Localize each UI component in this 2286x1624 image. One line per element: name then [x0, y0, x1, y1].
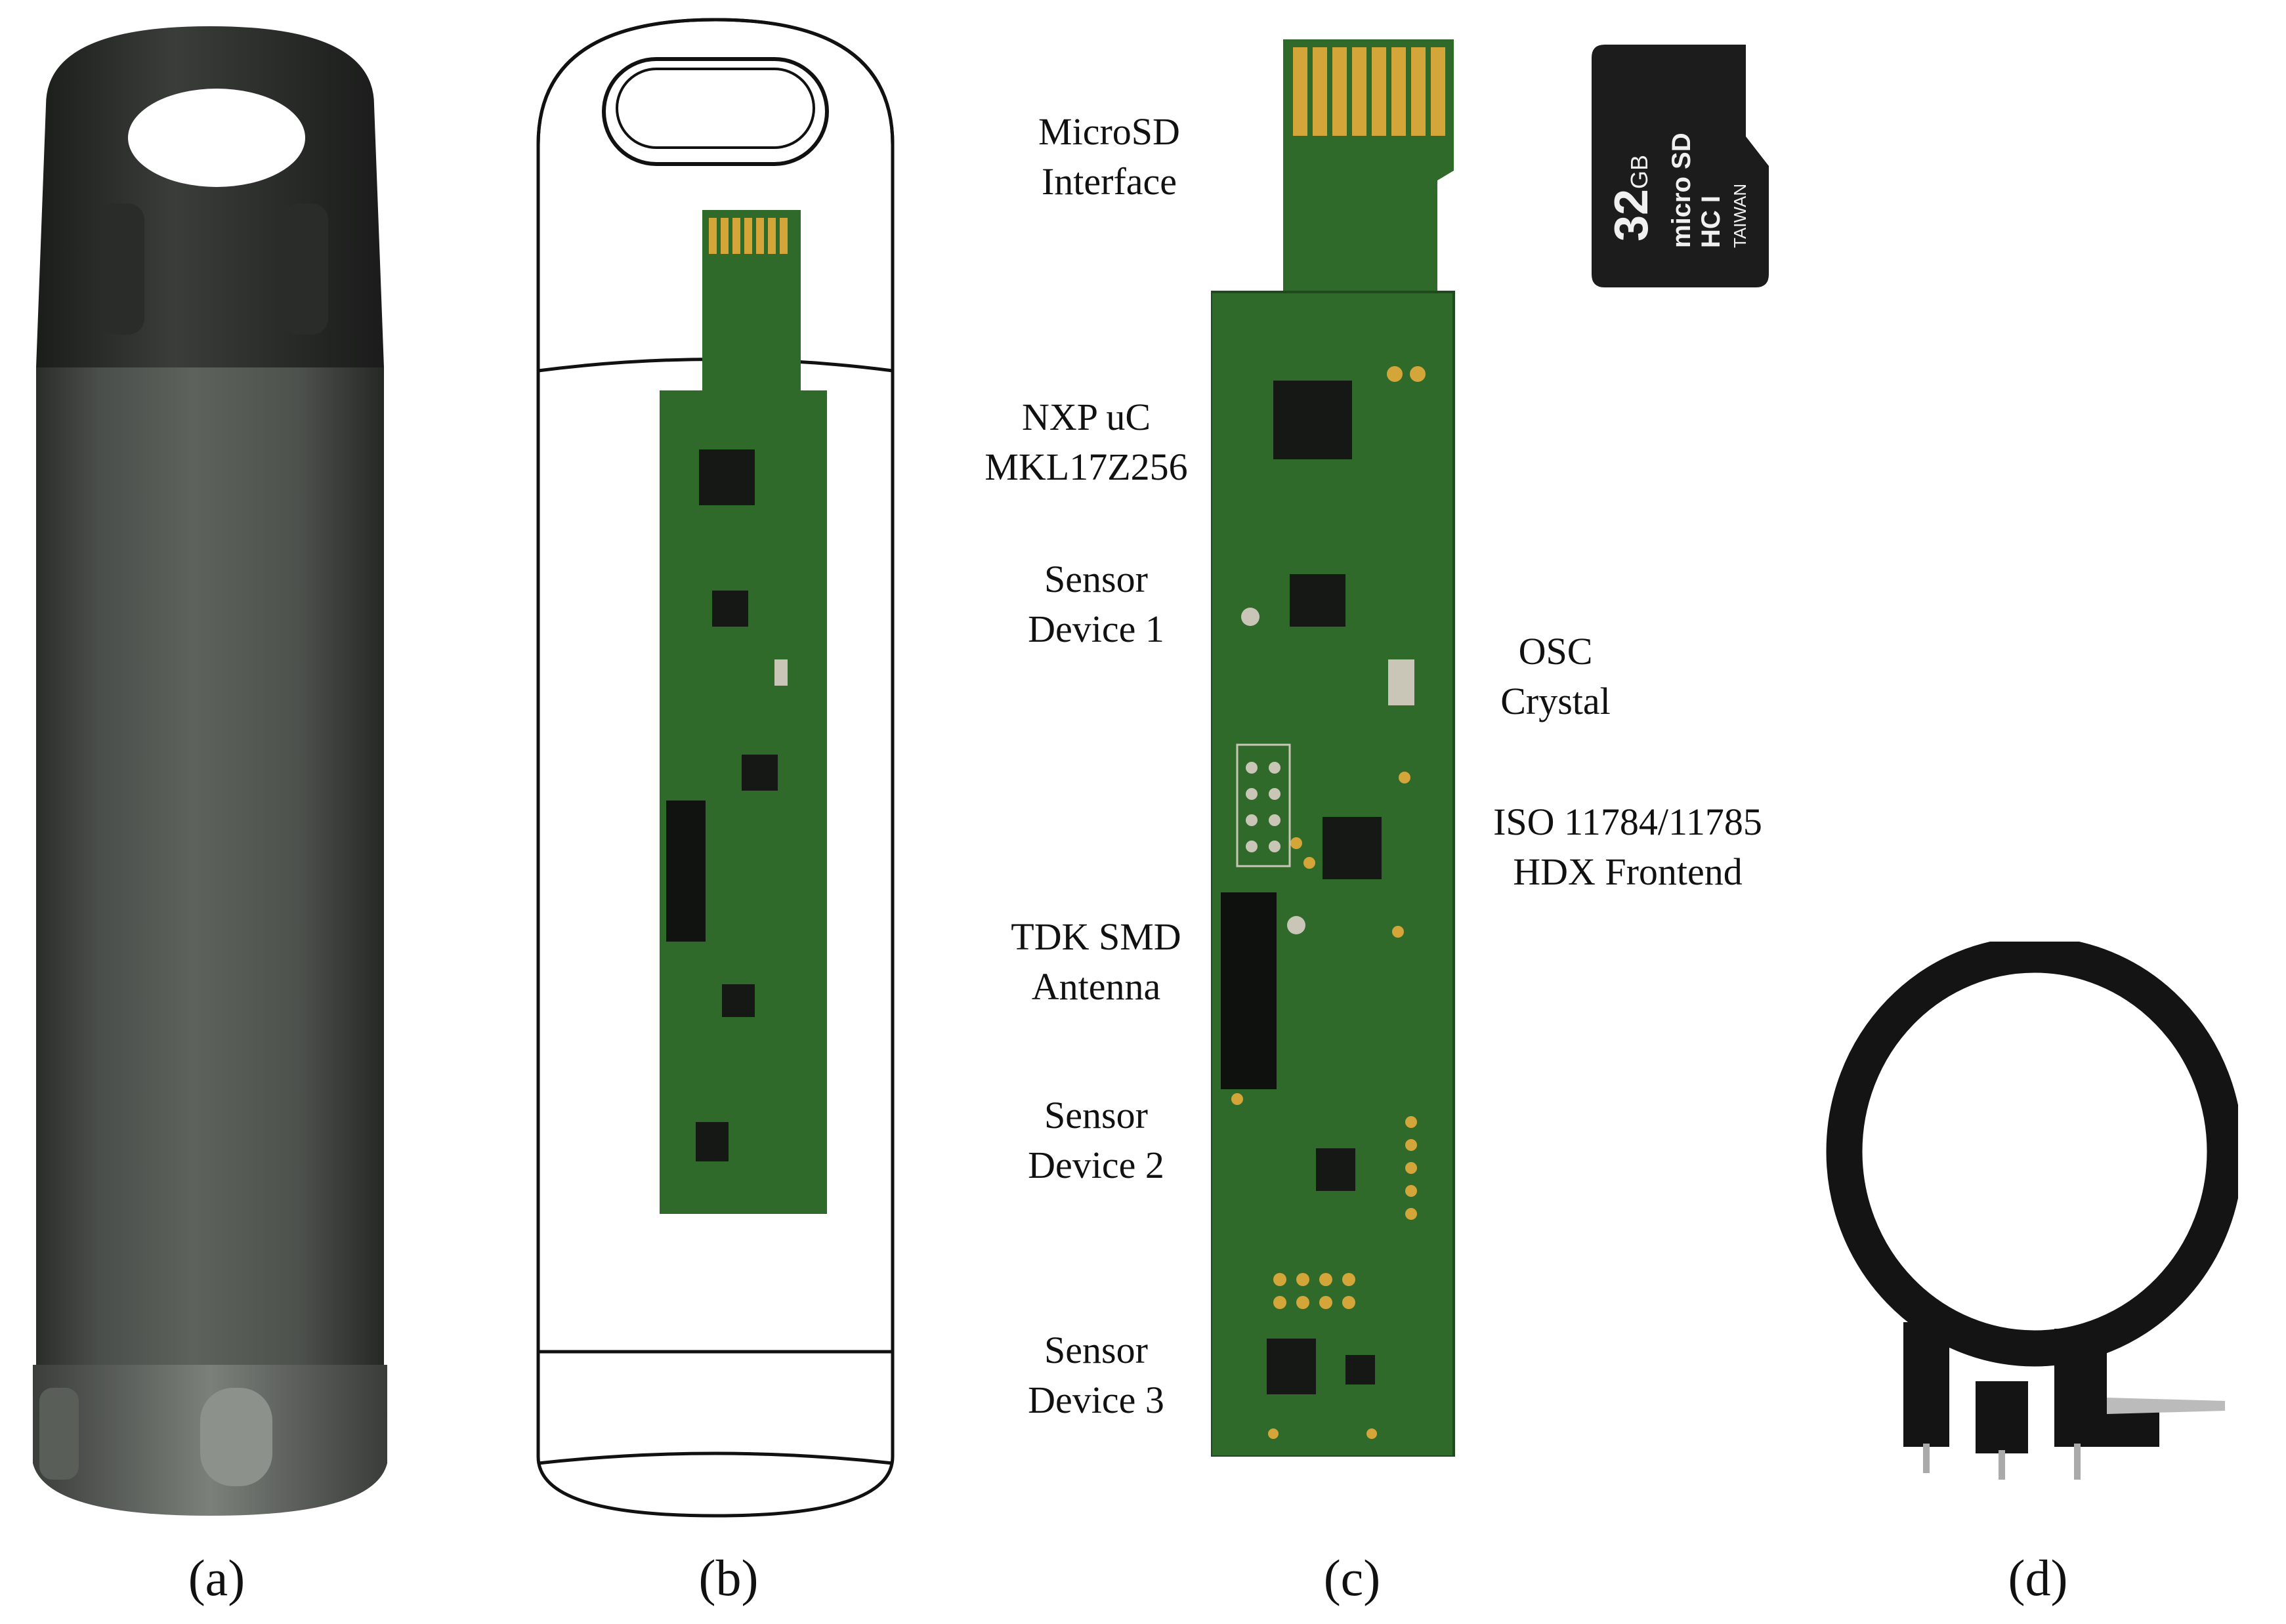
sd-capacity: 32: [1605, 189, 1658, 241]
sd-brand: micro SD: [1667, 133, 1696, 248]
label-sensor-device-1: Sensor Device 1: [1028, 558, 1164, 650]
label-tdk-antenna: TDK SMD Antenna: [1011, 915, 1181, 1008]
pcb-closeup: [1211, 39, 1460, 1457]
label-sensor-device-2: Sensor Device 2: [1028, 1094, 1164, 1186]
housing-schematic: [519, 13, 912, 1522]
label-microsd-interface: MicroSD Interface: [1038, 110, 1180, 203]
microsd-contacts: [1293, 47, 1445, 136]
housing-photo: [20, 26, 400, 1522]
sd-unit: GB: [1626, 155, 1653, 189]
caption-c: (c): [1323, 1549, 1381, 1606]
microsd-card: 32 GB micro SD HC I TAIWAN: [1592, 45, 1775, 287]
sd-origin: TAIWAN: [1730, 184, 1750, 248]
antenna-ring: [1818, 942, 2238, 1480]
label-nxp-mcu: NXP uC MKL17Z256: [984, 396, 1188, 488]
label-iso-hdx-frontend: ISO 11784/11785 HDX Frontend: [1493, 801, 1762, 893]
sd-class: HC I: [1697, 196, 1725, 248]
label-osc-crystal: OSC Crystal: [1500, 630, 1611, 722]
caption-d: (d): [2008, 1549, 2068, 1606]
caption-a: (a): [188, 1549, 245, 1606]
label-sensor-device-3: Sensor Device 3: [1028, 1329, 1164, 1421]
caption-b: (b): [698, 1549, 759, 1606]
